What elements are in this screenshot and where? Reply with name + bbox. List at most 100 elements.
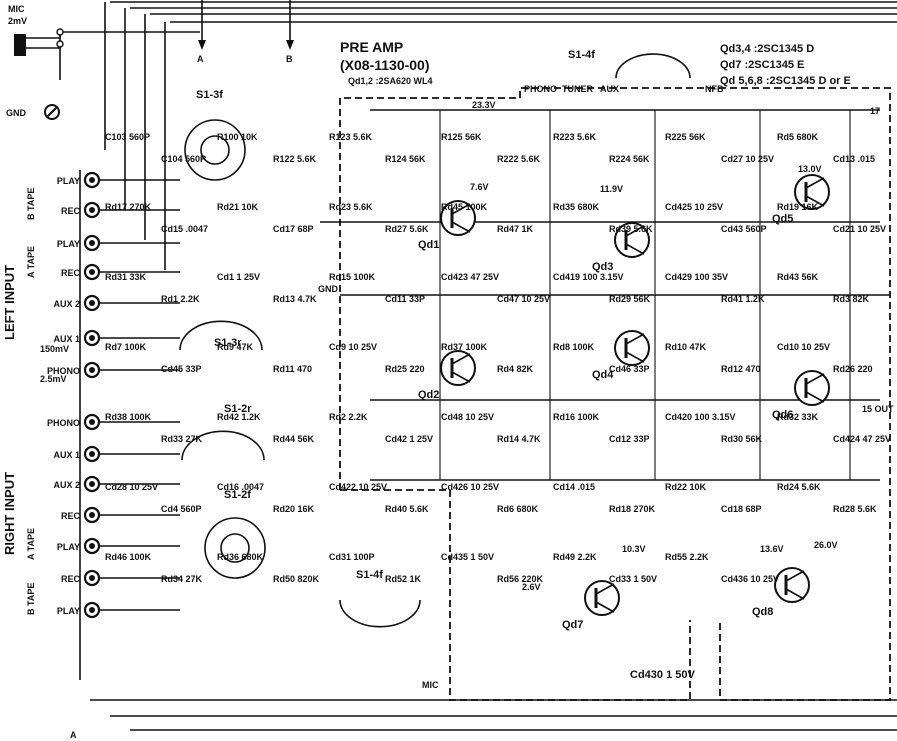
- jack-left-4[interactable]: AUX 2: [53, 294, 180, 312]
- transistor-label: Qd8: [752, 606, 773, 618]
- component-label: Cd31 100P: [329, 552, 375, 562]
- jack-right-0[interactable]: PHONO: [47, 413, 180, 431]
- a-tape-top-label: A TAPE: [26, 246, 36, 278]
- tap-phono: PHONO: [524, 84, 557, 94]
- jack-right-2[interactable]: AUX 2: [53, 475, 180, 493]
- jack-label: AUX 2: [53, 299, 80, 309]
- component-label: Rd49 2.2K: [553, 552, 597, 562]
- component-label: Rd36 680K: [217, 552, 264, 562]
- voltage-label: 23.3V: [472, 100, 496, 110]
- jack-left-1[interactable]: REC: [61, 201, 180, 219]
- jack-right-4[interactable]: PLAY: [57, 537, 180, 555]
- component-label: C103 560P: [105, 132, 150, 142]
- component-label: Rd10 47K: [665, 342, 707, 352]
- jack-right-6[interactable]: PLAY: [57, 601, 180, 619]
- transistor-collector: [805, 177, 825, 189]
- mic-level: 2mV: [8, 16, 27, 26]
- transistor-collector: [805, 373, 825, 385]
- transistor-emitter: [805, 195, 825, 207]
- jack-pin: [89, 419, 95, 425]
- mic-vr-label: Cd430 1 50V: [630, 669, 695, 681]
- mic-node-label: MIC: [422, 680, 439, 690]
- out-top-label: 17: [870, 106, 880, 116]
- component-label: Cd18 68P: [721, 504, 762, 514]
- component-label: Cd16 .0047: [217, 482, 264, 492]
- svg-text:S1-3r: S1-3r: [214, 337, 242, 349]
- component-label: Rd16 100K: [553, 412, 600, 422]
- component-label: Rd56 220K: [497, 574, 544, 584]
- jack-pin: [89, 335, 95, 341]
- transistor-body: [774, 567, 810, 603]
- component-label: Rd9 47K: [217, 342, 254, 352]
- jack-left-6[interactable]: PHONO: [47, 361, 180, 379]
- component-label: Rd38 100K: [105, 412, 152, 422]
- component-label: Rd47 1K: [497, 224, 534, 234]
- transistor-collector: [785, 570, 805, 582]
- component-label: Cd13 .015: [833, 154, 875, 164]
- jack-pin: [89, 575, 95, 581]
- preamp-partno: (X08-1130-00): [340, 57, 430, 73]
- component-label: Cd429 100 35V: [665, 272, 728, 282]
- switch-s1-3r: S1-3r: [179, 320, 263, 351]
- transistor-collector: [451, 203, 471, 215]
- voltage-label: 13.0V: [798, 164, 822, 174]
- component-label: Rd13 4.7K: [273, 294, 317, 304]
- component-label: Rd23 5.6K: [329, 202, 373, 212]
- jack-right-5[interactable]: REC: [61, 569, 180, 587]
- component-label: Cd17 68P: [273, 224, 314, 234]
- jack-left-0[interactable]: PLAY: [57, 171, 180, 189]
- component-label: Rd32 33K: [777, 412, 819, 422]
- right-input-label: RIGHT INPUT: [2, 472, 17, 555]
- component-label: Cd15 .0047: [161, 224, 208, 234]
- transistor-emitter: [625, 243, 645, 255]
- component-label: R222 5.6K: [497, 154, 541, 164]
- component-label: Cd424 47 25V: [833, 434, 891, 444]
- component-label: Rd41 1.2K: [721, 294, 765, 304]
- jack-left-5[interactable]: AUX 1: [53, 329, 180, 347]
- component-label: Rd3 82K: [833, 294, 870, 304]
- jack-right-1[interactable]: AUX 1: [53, 445, 180, 463]
- jack-label: REC: [61, 206, 81, 216]
- component-label: Cd4 560P: [161, 504, 202, 514]
- component-label: R100 10K: [217, 132, 258, 142]
- transistor-emitter: [625, 351, 645, 363]
- jack-right-3[interactable]: REC: [61, 506, 180, 524]
- component-label: C104 560P: [161, 154, 206, 164]
- jack-label: AUX 1: [53, 334, 80, 344]
- voltage-label: 10.3V: [622, 544, 646, 554]
- component-label: Rd4 82K: [497, 364, 534, 374]
- component-label: Rd45 100K: [441, 202, 488, 212]
- component-label: Rd26 220: [833, 364, 873, 374]
- component-label: Rd12 470: [721, 364, 761, 374]
- transistor-label: Qd4: [592, 369, 614, 381]
- jack-label: AUX 2: [53, 480, 80, 490]
- voltage-label: 11.9V: [600, 184, 623, 194]
- transistor-emitter: [595, 601, 615, 613]
- jack-pin: [89, 300, 95, 306]
- switch-s1-4f-bottom: S1-4f: [339, 569, 421, 628]
- component-label: R224 56K: [609, 154, 650, 164]
- jack-pin: [89, 543, 95, 549]
- bottom-a-label: A: [70, 730, 77, 740]
- jack-left-3[interactable]: REC: [61, 263, 180, 281]
- component-label: Rd18 270K: [609, 504, 656, 514]
- jack-label: PLAY: [57, 542, 80, 552]
- component-label: Rd46 100K: [105, 552, 152, 562]
- component-label: Rd6 680K: [497, 504, 539, 514]
- component-label: R125 56K: [441, 132, 482, 142]
- transistor-label: Qd2: [418, 389, 439, 401]
- main-wiring: [90, 109, 897, 731]
- gnd-label: GND: [6, 108, 27, 118]
- jack-left-2[interactable]: PLAY: [57, 234, 180, 252]
- component-label: Cd48 10 25V: [441, 412, 494, 422]
- switch-s1-2r: S1-2r: [181, 403, 265, 461]
- mic-jack: MIC 2mV: [8, 4, 200, 80]
- component-label: Rd17 270K: [105, 202, 152, 212]
- jack-label: PLAY: [57, 176, 80, 186]
- arrow-a-label: A: [197, 54, 204, 64]
- component-label: Rd52 1K: [385, 574, 422, 584]
- qd7-spec: Qd7 :2SC1345 E: [720, 59, 804, 71]
- component-label: Rd14 4.7K: [497, 434, 541, 444]
- component-label: Cd9 10 25V: [329, 342, 377, 352]
- jack-label: REC: [61, 574, 81, 584]
